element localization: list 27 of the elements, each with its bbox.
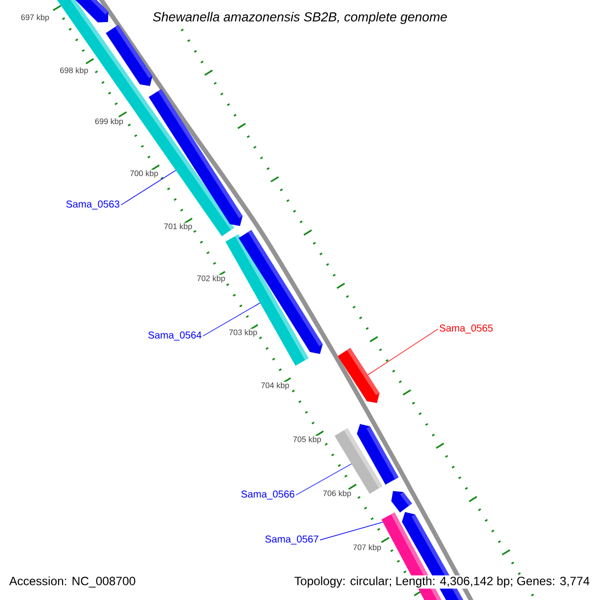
leader-line [202,302,260,336]
scale-label: 698 kbp [59,66,89,76]
scale-label: 703 kbp [228,328,258,338]
gene-label: Sama_0564 [148,332,202,340]
accession-text: Accession: NC_008700 [9,576,136,588]
scale-label: 705 kbp [292,436,322,444]
scale-label: 706 kbp [322,490,352,498]
leader-line [320,522,384,540]
leader-line [120,170,176,206]
scale-label: 700 kbp [129,170,159,178]
title: Shewanella amazonensis SB2B, complete genome [152,10,448,26]
gene-block [338,348,380,403]
genome-info: Topology: circular; Length: 4,306,142 bp; Genes: 3,774 [293,575,591,589]
leader-line [367,328,438,376]
leader-line [296,464,352,496]
scale-label: 699 kbp [94,118,124,126]
gene-label: Sama_0565 [440,324,493,334]
gene-label: Sama_0567 [265,536,318,544]
gene-block [391,491,412,513]
gene-block [106,24,152,86]
gene-label: Sama_0563 [66,200,120,210]
gene-block [74,0,108,22]
scale-label: 707 kbp [352,544,382,552]
gene-label: Sama_0566 [241,490,294,500]
scale-label: 704 kbp [260,382,290,390]
scale-label: 702 kbp [196,274,226,284]
scale-label: 701 kbp [163,222,193,232]
